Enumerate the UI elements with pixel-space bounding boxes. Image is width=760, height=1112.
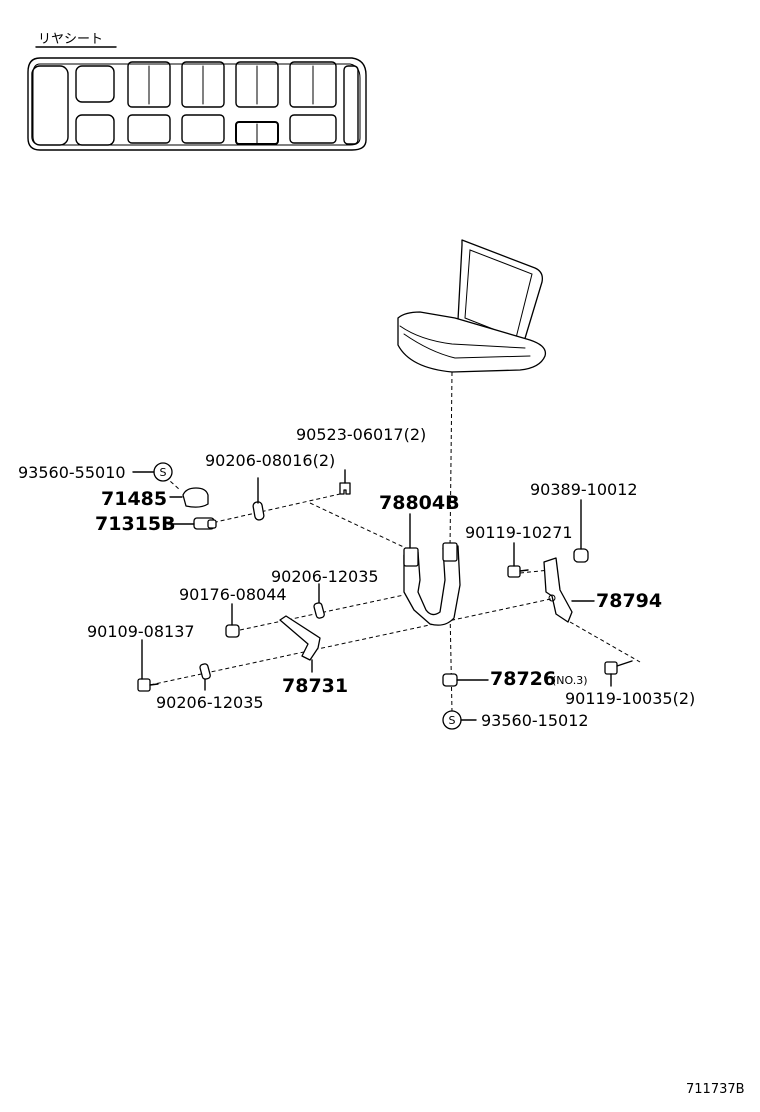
front-seat-right: [75, 114, 115, 146]
label-90119-10271: 90119-10271: [465, 523, 573, 542]
cap-71485: [182, 487, 209, 508]
label-90389-10012: 90389-10012: [530, 480, 638, 499]
parts: S S: [132, 462, 633, 730]
label-78726: 78726: [490, 668, 556, 690]
grommet-90389: [573, 548, 589, 563]
seat-row2-right: [127, 114, 171, 144]
bolt-90109: [137, 678, 151, 692]
label-90206-08016: 90206-08016(2): [205, 451, 335, 470]
seat-row3-right: [181, 114, 225, 144]
seat-row5-right: [289, 114, 337, 144]
label-90119-10035: 90119-10035(2): [565, 689, 695, 708]
label-90109-08137: 90109-08137: [87, 622, 195, 641]
part-labels: 90523-06017(2) 93560-55010 90206-08016(2…: [18, 425, 695, 730]
nut-90176: [225, 624, 240, 638]
stopper-78726: [442, 673, 458, 687]
header-label: リヤシート: [38, 32, 103, 47]
seat-row2-left: [127, 61, 171, 108]
label-93560-15012: 93560-15012: [481, 711, 589, 730]
label-90523-06017: 90523-06017(2): [296, 425, 426, 444]
label-90176-08044: 90176-08044: [179, 585, 287, 604]
assembly-lines: [149, 371, 641, 713]
vehicle-body-outline: [27, 57, 367, 151]
seat-row4-left: [235, 61, 279, 108]
label-78731: 78731: [282, 675, 348, 697]
standard-part-symbol-upper-text: S: [160, 466, 167, 479]
label-78804b: 78804B: [379, 492, 460, 514]
bolt-90119-10271: [507, 565, 521, 578]
washer-90206-12035-lower: [199, 663, 211, 680]
label-78794: 78794: [596, 590, 662, 612]
bolt-90119-10035: [604, 661, 618, 675]
bracket-78794: [543, 557, 573, 623]
label-93560-55010: 93560-55010: [18, 463, 126, 482]
front-seat-left: [75, 65, 115, 103]
diagram-code: 711737B: [686, 1082, 745, 1097]
label-71315b: 71315B: [95, 513, 176, 535]
seat-row5-left: [289, 61, 337, 108]
frame-mount-right: [442, 542, 458, 562]
cab-panel: [31, 65, 69, 146]
rear-bench: [343, 65, 359, 145]
washer-90206-12035-upper: [313, 602, 325, 619]
label-90206-12035-upper: 90206-12035: [271, 567, 379, 586]
vehicle-seat-locator: リヤシート: [27, 32, 367, 151]
seat-row3-left: [181, 61, 225, 108]
label-78726-note: (NO.3): [552, 674, 588, 687]
brace-78731: [279, 615, 321, 661]
frame-mount-left: [403, 547, 419, 567]
label-90206-12035-lower: 90206-12035: [156, 693, 264, 712]
standard-part-symbol-lower-text: S: [449, 714, 456, 727]
seat-illustration: [397, 239, 547, 373]
clip-90523: [339, 482, 351, 495]
washer-90206-08016: [252, 501, 265, 521]
label-71485: 71485: [101, 488, 167, 510]
